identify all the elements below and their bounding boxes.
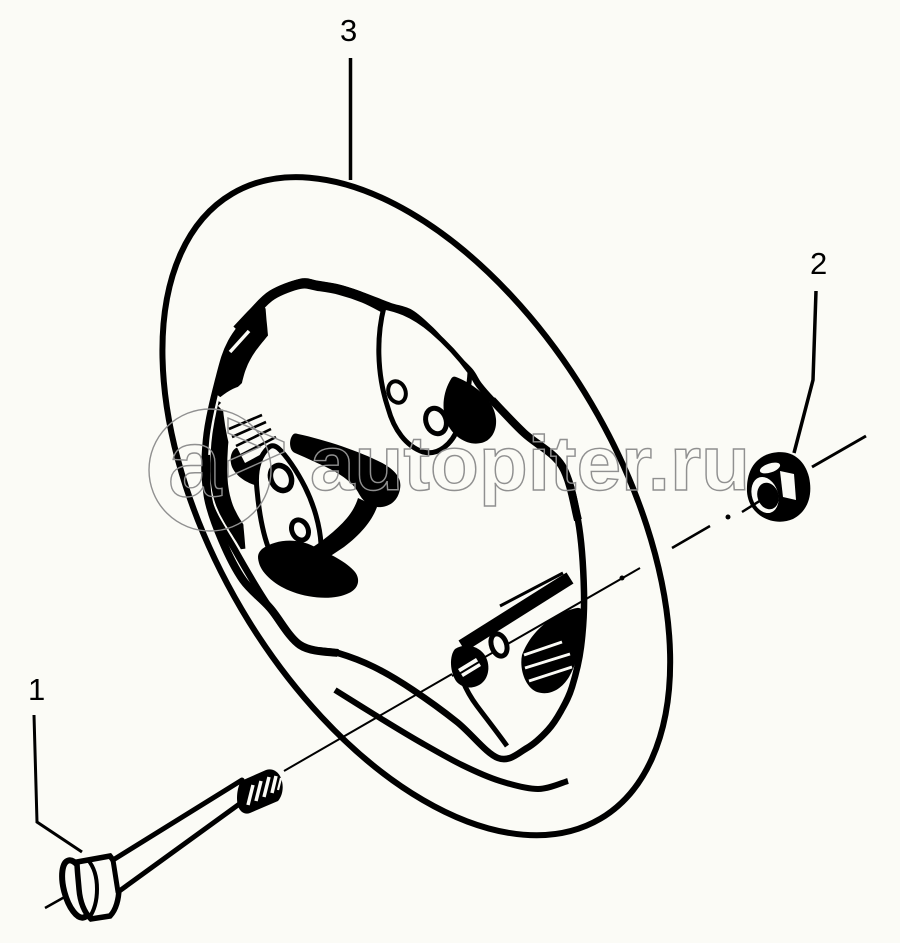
svg-text:a: a: [168, 410, 222, 517]
svg-text:1: 1: [28, 672, 45, 707]
svg-text:2: 2: [810, 246, 827, 281]
svg-text:autopiter.ru: autopiter.ru: [310, 421, 750, 507]
svg-text:3: 3: [340, 13, 357, 48]
